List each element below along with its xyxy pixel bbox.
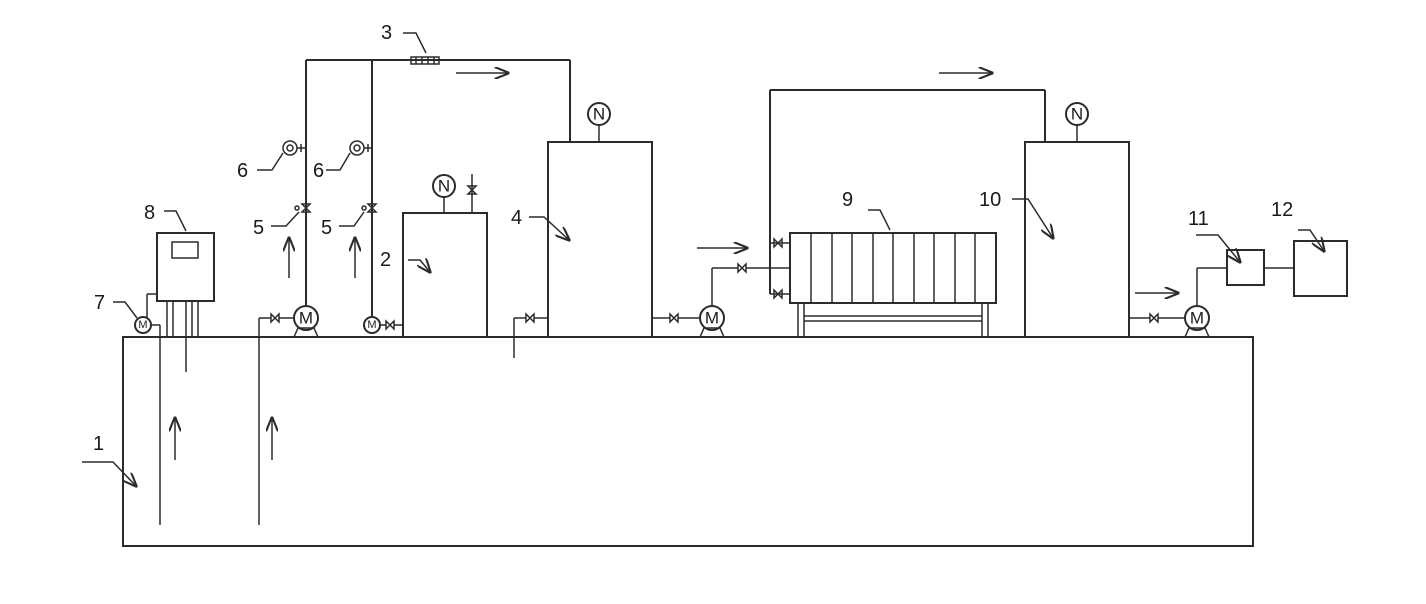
valve-5-left xyxy=(294,203,312,213)
label-10: 10 xyxy=(979,189,1001,211)
label-6-right: 6 xyxy=(313,160,324,182)
suction-pipe xyxy=(258,312,295,525)
leader-lines xyxy=(82,32,1324,486)
pump-symbol: M xyxy=(1190,309,1204,328)
pump-middle: M xyxy=(652,262,790,338)
unit-11 xyxy=(1226,249,1265,286)
label-4: 4 xyxy=(511,207,522,229)
unit-12 xyxy=(1293,240,1348,297)
pump-left-large: M xyxy=(293,305,319,338)
tank-10: N xyxy=(1024,102,1130,338)
label-2: 2 xyxy=(380,249,391,271)
flow-arrows xyxy=(175,73,1178,460)
pump-symbol: M xyxy=(299,309,313,328)
label-6-left: 6 xyxy=(237,160,248,182)
label-12: 12 xyxy=(1271,199,1293,221)
pump-small-right: M xyxy=(363,316,403,334)
pump-right: M xyxy=(1129,267,1227,338)
pump-7: M xyxy=(134,316,161,525)
label-3: 3 xyxy=(381,22,392,44)
label-11: 11 xyxy=(1188,208,1209,230)
label-1: 1 xyxy=(93,433,104,455)
label-9: 9 xyxy=(842,189,853,211)
gauge-symbol: N xyxy=(593,105,605,124)
filter-module-9 xyxy=(770,232,997,337)
gauge-symbol: N xyxy=(438,177,450,196)
pump-symbol: M xyxy=(367,319,376,331)
valve-5-right xyxy=(361,203,378,213)
gauge-6-left xyxy=(282,140,306,156)
tank-2: N xyxy=(402,174,488,338)
gauge-symbol: N xyxy=(1071,105,1083,124)
pump-symbol: M xyxy=(138,319,147,331)
control-box xyxy=(146,232,215,372)
tank-4: N xyxy=(513,102,653,358)
label-5-right: 5 xyxy=(321,217,332,239)
main-tank xyxy=(122,336,1254,547)
label-8: 8 xyxy=(144,202,155,224)
pump-symbol: M xyxy=(705,309,719,328)
label-7: 7 xyxy=(94,292,105,314)
flowmeter-3 xyxy=(410,56,440,65)
gauge-6-right xyxy=(349,140,372,156)
label-5-left: 5 xyxy=(253,217,264,239)
